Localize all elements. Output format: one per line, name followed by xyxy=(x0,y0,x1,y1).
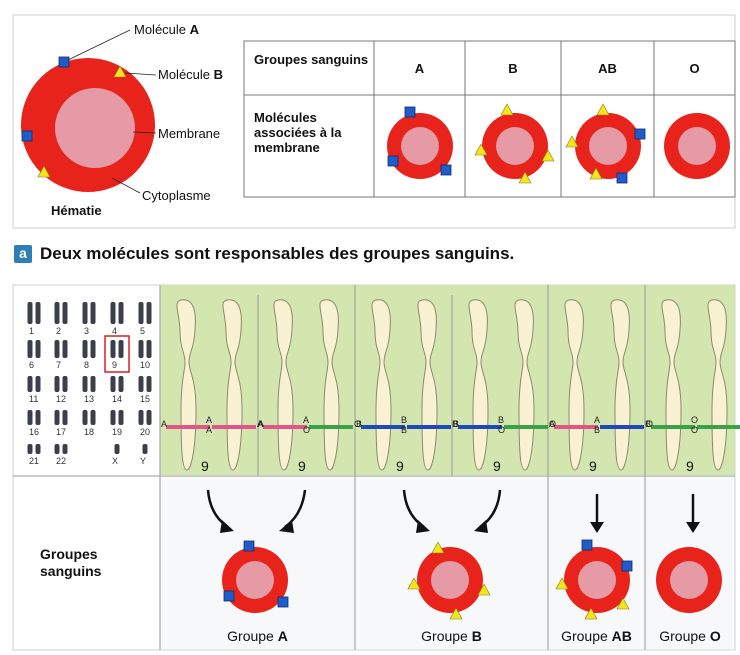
allele-label: B xyxy=(453,419,459,429)
allele-label: A xyxy=(161,419,167,429)
table-col-o: O xyxy=(654,61,735,76)
karyotype-number: X xyxy=(112,456,118,466)
allele-label: B xyxy=(356,419,362,429)
karyotype-number: 3 xyxy=(84,326,89,336)
karyotype-number: 13 xyxy=(84,394,94,404)
allele-label-mid: A xyxy=(303,415,309,425)
allele-label-mid: B xyxy=(498,415,504,425)
group-label-a: Groupe A xyxy=(160,628,355,644)
karyotype-number: 1 xyxy=(29,326,34,336)
allele-band xyxy=(361,425,405,429)
karyotype-number: 10 xyxy=(140,360,150,370)
allele-band xyxy=(600,425,644,429)
allele-label: A xyxy=(258,419,264,429)
karyotype-number: 21 xyxy=(29,456,39,466)
karyotype-number: 8 xyxy=(84,360,89,370)
allele-label-mid: O xyxy=(303,425,310,435)
caption-text: Deux molécules sont responsables des gro… xyxy=(40,244,514,264)
allele-band xyxy=(166,425,210,429)
hematie-cell xyxy=(21,57,155,192)
allele-band xyxy=(309,425,353,429)
bottom-cell-group-o xyxy=(656,547,722,613)
karyotype-pair-Y xyxy=(143,444,148,454)
allele-label-mid: B xyxy=(401,425,407,435)
karyotype-number: 2 xyxy=(56,326,61,336)
chromosome-number-label: 9 xyxy=(201,458,209,474)
karyotype-number: 7 xyxy=(56,360,61,370)
bottom-row-label: Groupes sanguins xyxy=(40,546,150,580)
karyotype-number: 19 xyxy=(112,427,122,437)
karyotype-number: 20 xyxy=(140,427,150,437)
allele-band xyxy=(407,425,451,429)
allele-label-mid: B xyxy=(401,415,407,425)
karyotype-number: 9 xyxy=(112,360,117,370)
allele-label-mid: B xyxy=(594,425,600,435)
allele-band xyxy=(504,425,548,429)
label-cytoplasme: Cytoplasme xyxy=(142,188,211,203)
group-label-o: Groupe O xyxy=(645,628,735,644)
group-label-ab: Groupe AB xyxy=(548,628,645,644)
karyotype-number: Y xyxy=(140,456,146,466)
karyotype-number: 11 xyxy=(29,394,38,404)
table-cell-group-o xyxy=(664,113,730,179)
allele-label-mid: O xyxy=(691,425,698,435)
figure-caption: a Deux molécules sont responsables des g… xyxy=(14,244,514,264)
karyotype-number: 6 xyxy=(29,360,34,370)
karyotype-number: 16 xyxy=(29,427,39,437)
karyotype-pair-X xyxy=(115,444,120,454)
chromosome-number-label: 9 xyxy=(493,458,501,474)
allele-label-mid: A xyxy=(206,425,212,435)
chromosome-area xyxy=(160,285,735,475)
chromosome-number-label: 9 xyxy=(686,458,694,474)
allele-band xyxy=(697,425,740,429)
allele-label: O xyxy=(646,419,653,429)
label-molecule-b: Molécule B xyxy=(158,67,223,82)
caption-letter: a xyxy=(14,245,32,263)
chromosome-number-label: 9 xyxy=(298,458,306,474)
label-molecule-a: Molécule A xyxy=(134,22,199,37)
allele-label-mid: O xyxy=(498,425,505,435)
allele-label-mid: O xyxy=(691,415,698,425)
table-col-b: B xyxy=(465,61,561,76)
karyotype-number: 22 xyxy=(56,456,66,466)
table-header-molecules: Molécules associées à la membrane xyxy=(254,110,372,155)
label-membrane: Membrane xyxy=(158,126,220,141)
allele-label: A xyxy=(549,419,555,429)
allele-label-mid: A xyxy=(594,415,600,425)
group-label-b: Groupe B xyxy=(355,628,548,644)
karyotype-number: 5 xyxy=(140,326,145,336)
allele-label-mid: A xyxy=(206,415,212,425)
table-header-groupes: Groupes sanguins xyxy=(254,52,372,67)
allele-band xyxy=(212,425,256,429)
karyotype-number: 14 xyxy=(112,394,122,404)
chromosome-number-label: 9 xyxy=(589,458,597,474)
karyotype-number: 17 xyxy=(56,427,66,437)
karyotype-number: 12 xyxy=(56,394,66,404)
allele-band xyxy=(554,425,598,429)
karyotype-number: 4 xyxy=(112,326,117,336)
label-hematie: Hématie xyxy=(51,203,102,218)
karyotype-number: 18 xyxy=(84,427,94,437)
allele-band xyxy=(263,425,307,429)
chromosome-number-label: 9 xyxy=(396,458,404,474)
allele-band xyxy=(458,425,502,429)
karyotype-number: 15 xyxy=(140,394,150,404)
table-col-ab: AB xyxy=(561,61,654,76)
table-col-a: A xyxy=(374,61,465,76)
allele-band xyxy=(651,425,695,429)
